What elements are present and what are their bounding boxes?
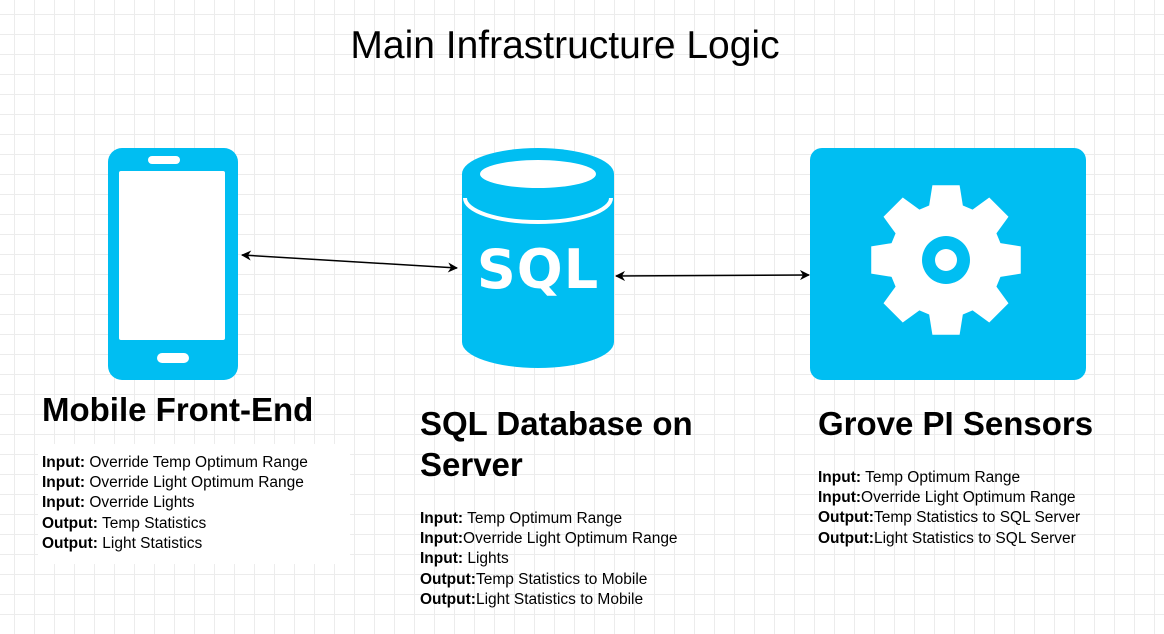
diagram-title: Main Infrastructure Logic	[350, 24, 780, 67]
gear-icon[interactable]	[810, 148, 1086, 380]
info-line: Output:Light Statistics to Mobile	[420, 590, 644, 608]
info-line: Input:Override Light Optimum Range	[420, 530, 678, 548]
grove-info: Input: Temp Optimum Range Input:Override…	[818, 468, 1080, 549]
sql-title: SQL Database on Server	[420, 405, 693, 483]
info-line: Output: Temp Statistics	[42, 514, 207, 532]
info-line: Input: Override Temp Optimum Range	[42, 454, 308, 471]
info-line: Input: Temp Optimum Range	[818, 469, 1021, 486]
sql-icon-label: SQL	[476, 238, 600, 301]
info-line: Output:Light Statistics to SQL Server	[818, 529, 1076, 547]
sql-info: Input: Temp Optimum Range Input:Override…	[420, 509, 678, 610]
grove-title: Grove PI Sensors	[818, 405, 1094, 442]
sql-database-icon[interactable]: SQL	[462, 148, 614, 372]
info-line: Output: Light Statistics	[42, 534, 203, 552]
mobile-sql-connector[interactable]	[241, 250, 458, 273]
mobile-info: Input: Override Temp Optimum Range Input…	[42, 453, 308, 554]
sql-grove-connector[interactable]	[615, 270, 810, 281]
info-line: Output:Temp Statistics to SQL Server	[818, 509, 1081, 527]
database-cylinder	[462, 148, 614, 368]
info-line: Input: Override Light Optimum Range	[42, 474, 304, 492]
info-line: Input:Override Light Optimum Range	[818, 489, 1076, 507]
gear-axle	[935, 249, 957, 271]
mobile-info-panel	[38, 444, 350, 564]
mobile-title: Mobile Front-End	[42, 391, 314, 428]
info-line: Output:Temp Statistics to Mobile	[420, 570, 648, 588]
info-line: Input: Temp Optimum Range	[420, 510, 623, 527]
info-line: Input: Override Lights	[42, 494, 195, 512]
smartphone-icon[interactable]	[108, 148, 238, 380]
info-line: Input: Lights	[420, 550, 509, 568]
